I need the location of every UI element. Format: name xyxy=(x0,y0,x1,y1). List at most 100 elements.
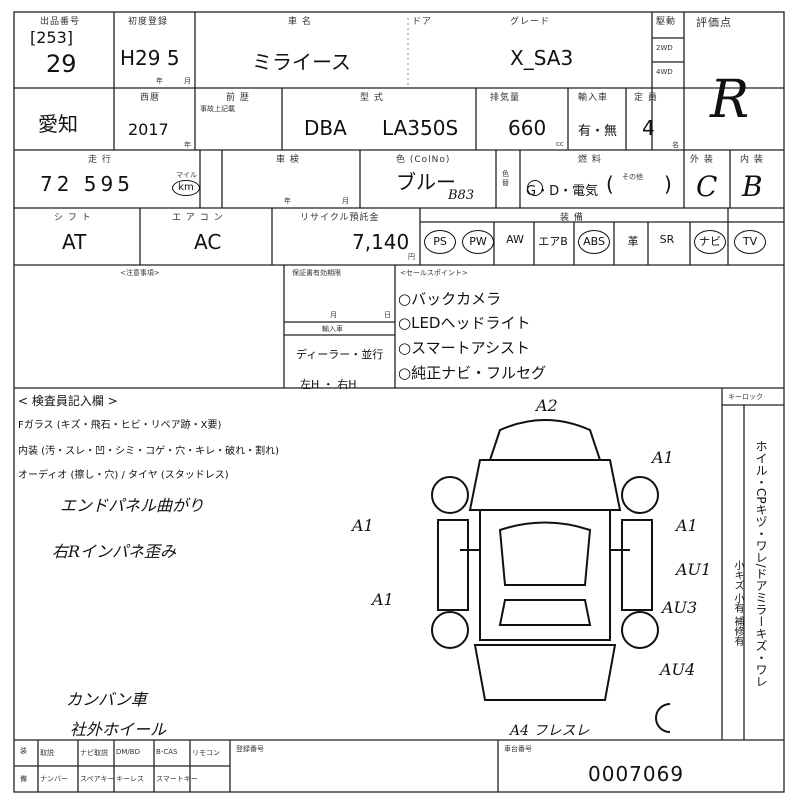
score-label: 評価点 xyxy=(696,16,732,29)
equipment-5: ABS xyxy=(578,230,610,254)
inspection-interior: 内装 (汚・スレ・凹・シミ・コゲ・穴・キレ・破れ・割れ) xyxy=(18,446,279,457)
model-prefix: DBA xyxy=(304,116,347,140)
mileage-label: 走 行 xyxy=(88,155,112,165)
handwritten-note-3: カンバン車 xyxy=(66,690,147,709)
history-sub: 事故上記載 xyxy=(200,105,235,113)
fuel-options: G・D・電気 xyxy=(526,184,599,199)
import-car-label: 輸入車 xyxy=(322,325,343,333)
footer-label-top: 装 xyxy=(20,747,27,755)
color-number: B83 xyxy=(448,188,475,203)
damage-mark-3: A1 xyxy=(352,516,374,535)
footer-item-bottom-1: ナンバー xyxy=(40,775,68,783)
damage-mark-7: AU3 xyxy=(662,598,698,617)
inspection-audio: オーディオ (擦し・穴) / タイヤ (スタッドレス) xyxy=(18,470,229,481)
import-label: 輸入車 xyxy=(578,93,609,103)
equipment-2: PW xyxy=(462,230,494,254)
first-registration: H29 5 xyxy=(120,46,180,70)
damage-mark-8: AU4 xyxy=(660,660,696,679)
sales-point-1: ○バックカメラ xyxy=(398,290,502,308)
handwritten-note-1: エンドパネル曲がり xyxy=(60,496,205,515)
displacement: 660 xyxy=(508,116,547,140)
shift: AT xyxy=(62,230,87,254)
equipment-4: エアB xyxy=(538,235,568,248)
recycle-fee: 7,140 xyxy=(352,230,410,254)
first-registration-label: 初度登録 xyxy=(128,17,169,27)
grade-label: グレード xyxy=(510,17,551,27)
overall-score: R xyxy=(710,70,750,130)
prefecture: 愛知 xyxy=(38,112,78,136)
model-code-label: 型 式 xyxy=(360,93,384,103)
door-label: ドア xyxy=(412,17,433,27)
steering-side: 左H ・ 右H xyxy=(300,378,357,391)
import-value: 有・無 xyxy=(578,124,618,139)
aircon: AC xyxy=(194,230,222,254)
drive-2wd: 2WD xyxy=(656,44,673,52)
footer-item-top-4: B-CAS xyxy=(156,748,178,756)
damage-mark-2: A1 xyxy=(652,448,674,467)
inspection-glass: Fガラス (キズ・飛石・ヒビ・リペア跡・X要) xyxy=(18,420,222,431)
notes-label: <注意事項> xyxy=(120,269,160,277)
color-change-label: 色替 xyxy=(502,170,509,187)
dealer-parallel: ディーラー・並行 xyxy=(296,348,384,361)
fuel-selected-mark xyxy=(527,180,543,196)
keylock-label: キーロック xyxy=(728,393,763,401)
interior-label: 内 装 xyxy=(740,155,764,165)
footer-item-bottom-3: キーレス xyxy=(116,775,144,783)
warranty-day: 日 xyxy=(384,311,391,319)
mileage-unit-km: km xyxy=(172,180,200,196)
car-damage-diagram xyxy=(431,419,670,733)
month-unit: 月 xyxy=(184,77,191,85)
fuel-label: 燃 料 xyxy=(578,155,602,165)
damage-mark-4: A1 xyxy=(676,516,698,535)
capacity: 4 xyxy=(642,116,655,140)
displacement-label: 排気量 xyxy=(490,93,521,103)
inspection-month-unit: 月 xyxy=(342,197,349,205)
damage-mark-1: A2 xyxy=(536,396,558,415)
bottom-damage-note: A4 フレスレ xyxy=(510,723,590,739)
lot-number: 29 xyxy=(46,50,77,78)
lot-sub-number: [253] xyxy=(30,28,74,47)
mileage-unit-mile: マイル xyxy=(176,171,197,179)
sales-point-4: ○純正ナビ・フルセグ xyxy=(398,364,547,382)
sales-point-2: ○LEDヘッドライト xyxy=(398,314,531,332)
repair-note: 小キズ 小有 補修有 xyxy=(732,560,743,647)
car-name-label: 車 名 xyxy=(288,17,312,27)
equipment-8: ナビ xyxy=(694,230,726,254)
registration-number-label: 登録番号 xyxy=(236,745,264,753)
model-year-suffix: 年 xyxy=(184,141,191,149)
color-label: 色 (ColNo) xyxy=(396,155,451,165)
fuel-open-paren: ( xyxy=(606,172,614,196)
interior-grade: B xyxy=(742,170,763,203)
car-name: ミライース xyxy=(252,50,351,74)
footer-item-bottom-4: スマートキー xyxy=(156,775,198,783)
equipment-3: AW xyxy=(506,233,524,246)
footer-item-top-5: リモコン xyxy=(192,749,220,757)
recycle-unit: 円 xyxy=(408,253,415,261)
footer-label-bottom: 備 xyxy=(20,775,27,783)
damage-mark-6: AU1 xyxy=(676,560,712,579)
handwritten-note-4: 社外ホイール xyxy=(70,720,167,739)
fuel-other: その他 xyxy=(622,173,643,181)
drive-4wd: 4WD xyxy=(656,68,673,76)
model-code: LA350S xyxy=(382,116,459,140)
handwritten-note-2: 右Rインパネ歪み xyxy=(52,542,177,561)
chassis-number-label: 車台番号 xyxy=(504,745,532,753)
inspection-label: 車 検 xyxy=(276,155,300,165)
recycle-label: リサイクル預託金 xyxy=(300,213,380,223)
footer-item-top-1: 取説 xyxy=(40,749,54,757)
mileage: 72 595 xyxy=(40,172,134,196)
footer-item-top-3: DM/BD xyxy=(116,748,140,756)
footer-item-top-2: ナビ取説 xyxy=(80,749,108,757)
warranty-label: 保証書有効期限 xyxy=(292,269,341,277)
fuel-close-paren: ) xyxy=(664,172,672,196)
exterior-label: 外 装 xyxy=(690,155,714,165)
inspection-year-unit: 年 xyxy=(284,197,291,205)
lot-number-label: 出品番号 xyxy=(40,17,81,27)
year-unit: 年 xyxy=(156,77,163,85)
wheel-mirror-note: ホイル・CPキヅ・ワレ/ドアミラーキズ・ワレ xyxy=(754,440,768,688)
inspection-title: < 検査員記入欄 > xyxy=(18,394,118,408)
model-year-label: 西暦 xyxy=(140,93,161,103)
chassis-number: 0007069 xyxy=(588,762,685,786)
sales-points-label: <セールスポイント> xyxy=(400,269,468,277)
history-label: 前 歴 xyxy=(226,93,250,103)
